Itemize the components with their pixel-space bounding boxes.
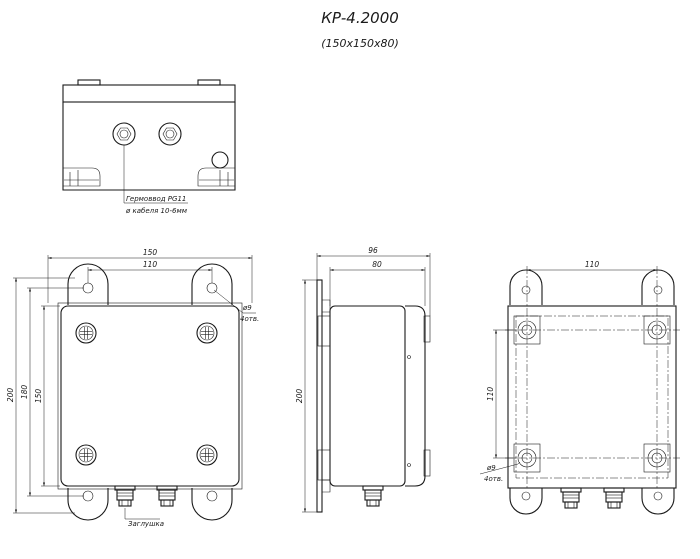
dim-side-depth-overall: 96 xyxy=(368,246,378,255)
hole-callout-front-line1: ø9 xyxy=(242,304,252,312)
hole-callout-front-line2: 4отв. xyxy=(240,315,259,323)
dim-front-height-overall: 200 xyxy=(6,388,15,403)
dim-front-width-holes: 110 xyxy=(143,260,158,269)
gland-callout-line1: Гермоввод PG11 xyxy=(126,195,186,203)
back-view xyxy=(479,266,680,515)
side-view xyxy=(302,253,431,513)
dim-side-height: 200 xyxy=(295,389,304,404)
hole-callout-back-line1: ø9 xyxy=(486,464,496,472)
dim-back-height-holes: 110 xyxy=(486,387,495,402)
drawing-title: КР-4.2000 xyxy=(321,9,399,27)
front-view xyxy=(13,255,256,521)
dim-side-depth-body: 80 xyxy=(372,260,382,269)
top-view xyxy=(62,79,236,204)
dim-front-height-body: 150 xyxy=(34,389,43,404)
dim-front-height-holes: 180 xyxy=(20,385,29,400)
dim-front-width-outer: 150 xyxy=(143,248,158,257)
dim-back-width-holes: 110 xyxy=(585,260,600,269)
hole-callout-back-line2: 4отв. xyxy=(484,475,503,483)
plug-callout: Заглушка xyxy=(128,520,164,528)
drawing-subtitle: (150х150х80) xyxy=(321,37,399,50)
gland-callout-line2: ø кабеля 10-6мм xyxy=(125,207,188,215)
